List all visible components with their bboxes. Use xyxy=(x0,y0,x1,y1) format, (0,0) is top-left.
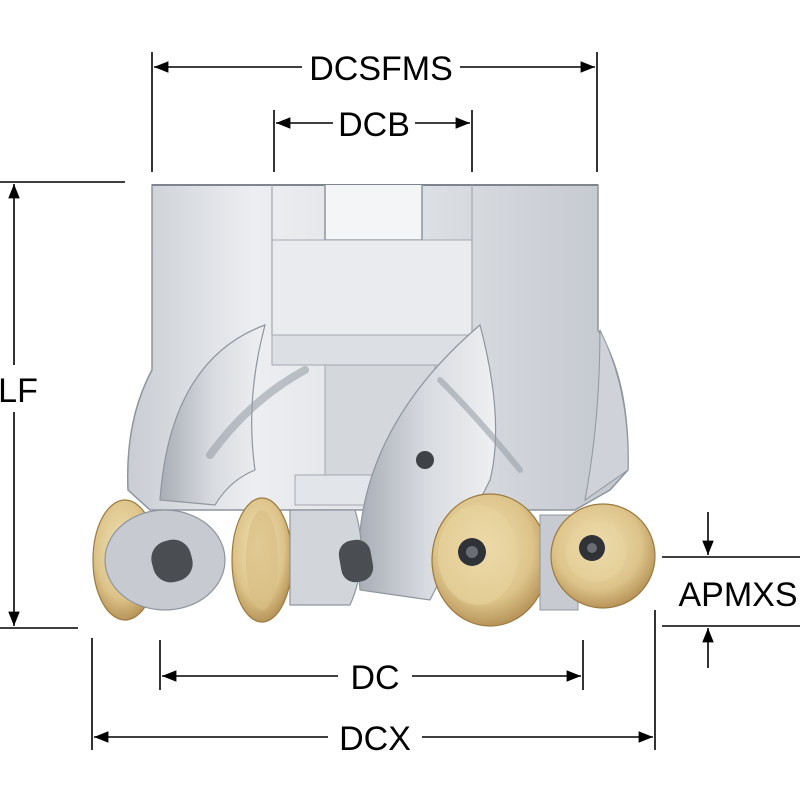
flute-right-rib xyxy=(437,377,523,473)
label-apmxs: APMXS xyxy=(678,576,797,614)
coolant-hole xyxy=(416,451,434,469)
insert-right xyxy=(550,503,656,609)
screw-left xyxy=(151,539,193,583)
dimensioning xyxy=(0,52,800,750)
drive-key-slot xyxy=(324,185,423,241)
neck-step xyxy=(271,334,473,366)
flute-left-rib xyxy=(206,366,309,459)
flute-left xyxy=(159,324,266,506)
dimension-labels: DCSFMS DCB LF APMXS DC DCX xyxy=(0,50,798,758)
insert-center-left xyxy=(231,497,293,623)
flute-far-right xyxy=(584,329,629,502)
screw-center xyxy=(338,539,374,583)
label-dcb: DCB xyxy=(338,106,410,144)
label-dc: DC xyxy=(350,659,399,697)
label-dcsfms: DCSFMS xyxy=(309,50,453,88)
insert-center-right xyxy=(431,493,549,627)
label-lf: LF xyxy=(0,372,38,410)
center-bore-face xyxy=(271,239,473,336)
inserts xyxy=(92,493,656,627)
label-dcx: DCX xyxy=(339,720,411,758)
